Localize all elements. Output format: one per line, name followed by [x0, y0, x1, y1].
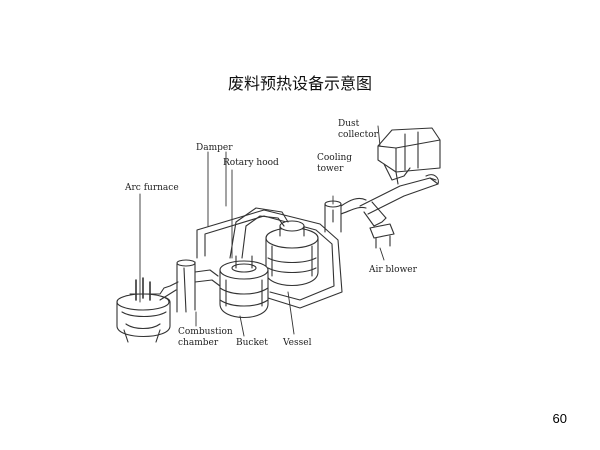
bucket	[219, 255, 269, 319]
label-arc-furnace: Arc furnace	[124, 183, 179, 193]
collector-duct	[359, 174, 439, 227]
label-cooling-tower-1: Cooling	[317, 153, 352, 163]
label-damper: Damper	[196, 143, 233, 153]
air-blower	[369, 223, 395, 249]
label-vessel: Vessel	[282, 338, 312, 348]
slide-title: 废料预热设备示意图	[227, 74, 372, 93]
label-rotary-hood: Rotary hood	[223, 158, 279, 168]
arc-furnace	[116, 277, 179, 343]
cooling-tower	[324, 197, 367, 233]
label-cooling-tower-2: tower	[317, 164, 344, 174]
rotary-hood-duct	[229, 207, 289, 259]
vessel	[265, 220, 319, 287]
label-combustion-chamber-1: Combustion	[178, 327, 233, 337]
label-dust-collector-2: collector	[338, 130, 379, 140]
page-number: 60	[552, 411, 567, 426]
dust-collector	[377, 127, 441, 185]
label-bucket: Bucket	[236, 338, 268, 348]
label-combustion-chamber-2: chamber	[178, 338, 219, 348]
leader-lines	[139, 125, 385, 337]
return-duct	[196, 209, 343, 309]
combustion-chamber	[176, 259, 221, 313]
label-air-blower: Air blower	[368, 265, 418, 275]
label-dust-collector-1: Dust	[338, 119, 360, 129]
